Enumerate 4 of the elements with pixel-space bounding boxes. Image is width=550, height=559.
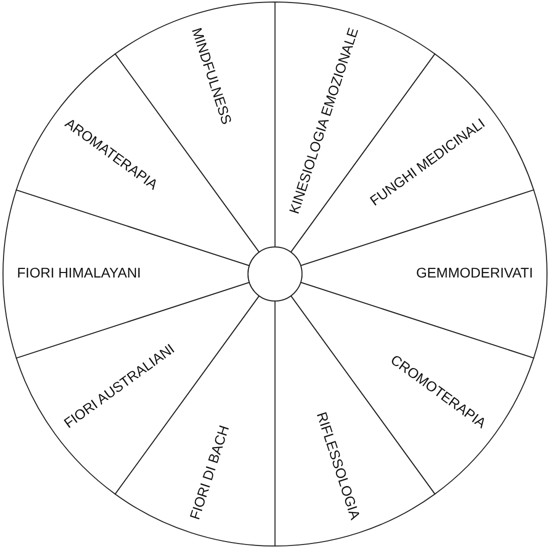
segment-label: GEMMODERIVATI: [416, 264, 533, 281]
segment-label: FIORI DI BACH: [186, 423, 232, 522]
center-circle: [248, 246, 302, 302]
segment-label: FIORI HIMALAYANI: [17, 264, 141, 281]
